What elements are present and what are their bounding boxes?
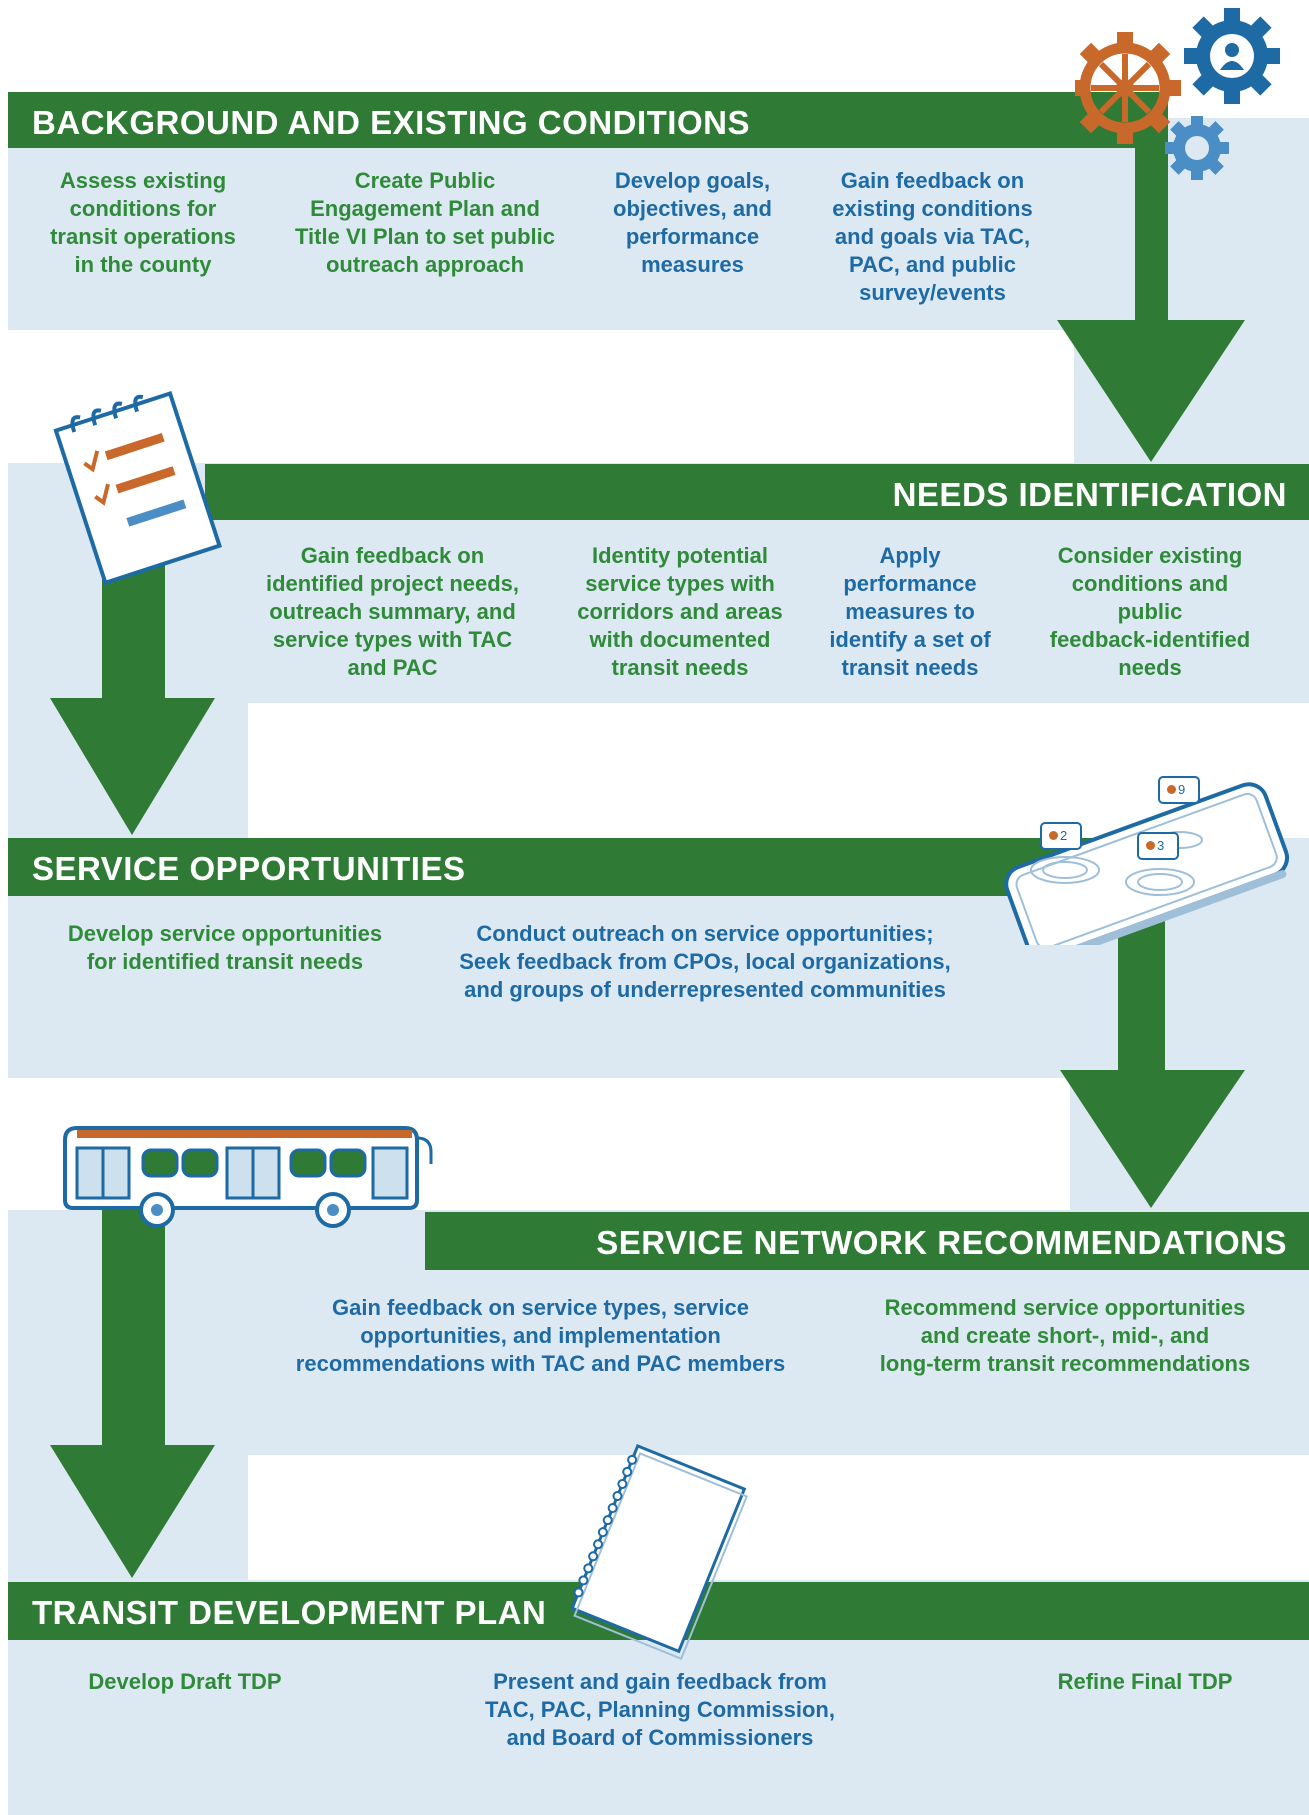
- gears-icon: [1075, 8, 1280, 180]
- bus-icon: [63, 1126, 433, 1228]
- checklist-icon: [53, 391, 223, 586]
- phase-2-step-3: Apply performance measures to identify a…: [829, 543, 991, 680]
- notification-dot-icon: [1146, 841, 1155, 850]
- phase-2-step-4: Consider existing conditions and public …: [1049, 543, 1251, 680]
- phase-4-header-bar: [425, 1212, 1309, 1270]
- phase-1-title: BACKGROUND AND EXISTING CONDITIONS: [32, 104, 750, 141]
- phase-2-title: NEEDS IDENTIFICATION: [892, 476, 1287, 513]
- notification-dot-icon: [1167, 785, 1176, 794]
- phase-3-header-bar: [8, 838, 1093, 896]
- phase-1-step-1: Assess existing conditions for transit o…: [50, 168, 236, 277]
- arrow-down-2: [50, 520, 215, 835]
- phase-1-step-3: Develop goals, objectives, and performan…: [613, 168, 772, 277]
- notebook-icon: [570, 1443, 749, 1660]
- phase-2-step-1: Gain feedback on identified project need…: [265, 543, 520, 680]
- phase-5-title: TRANSIT DEVELOPMENT PLAN: [32, 1594, 547, 1631]
- phase-3-title: SERVICE OPPORTUNITIES: [32, 850, 466, 887]
- notification-dot-icon: [1049, 831, 1058, 840]
- phase-2-header-bar: [205, 464, 1309, 520]
- arrow-down-4: [50, 1200, 215, 1578]
- arrow-down-1: [1057, 148, 1245, 462]
- phase-5-step-2: Present and gain feedback from TAC, PAC,…: [485, 1669, 835, 1750]
- phase-1-header-bar: [8, 92, 1168, 148]
- phase-2-step-2: Identity potential service types with co…: [577, 543, 783, 680]
- notification-badge-2: 2: [1040, 822, 1082, 850]
- notification-badge-9: 9: [1158, 776, 1200, 804]
- phase-1-step-4: Gain feedback on existing conditions and…: [832, 168, 1033, 305]
- phase-5-step-1: Develop Draft TDP: [88, 1669, 282, 1694]
- phone-notifications-icon: [1004, 782, 1290, 945]
- phase-3-step-1: Develop service opportunities for identi…: [67, 921, 383, 974]
- arrow-down-3: [1060, 896, 1245, 1208]
- phase-1-step-2: Create Public Engagement Plan and Title …: [295, 168, 555, 277]
- phase-4-step-2: Recommend service opportunities and crea…: [879, 1295, 1251, 1376]
- phase-4-step-1: Gain feedback on service types, service …: [295, 1295, 786, 1376]
- phase-4-title: SERVICE NETWORK RECOMMENDATIONS: [596, 1224, 1287, 1261]
- phase-3-step-2: Conduct outreach on service opportunitie…: [459, 921, 951, 1002]
- notification-badge-3: 3: [1137, 832, 1179, 860]
- phase-5-step-3: Refine Final TDP: [1057, 1669, 1233, 1694]
